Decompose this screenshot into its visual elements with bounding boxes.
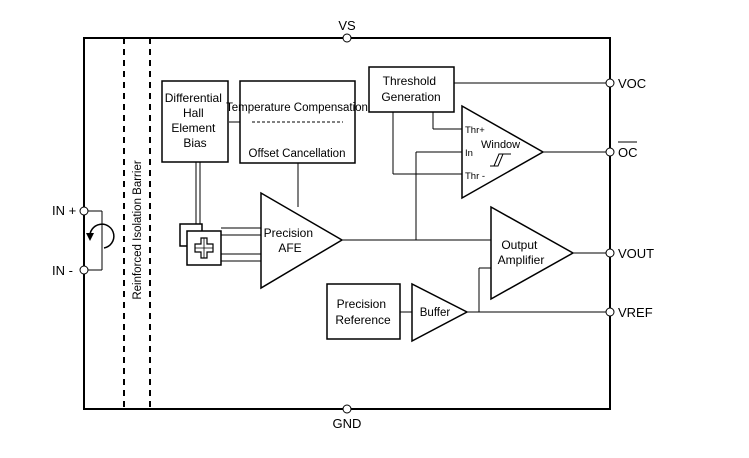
hall-bias-line-3: Element	[171, 121, 216, 135]
pin-oc	[605, 147, 615, 157]
pin-oc-label: OC	[618, 145, 638, 160]
svg-text:Threshold Generation: Threshold Generation	[381, 74, 440, 104]
buffer-label: Buffer	[420, 307, 451, 319]
isolation-barrier: Reinforced Isolation Barrier	[123, 38, 151, 409]
precision-afe-amplifier: Precision AFE	[260, 191, 344, 290]
pin-voc	[605, 78, 615, 88]
hall-bias-line-1: Differential	[165, 91, 222, 105]
pin-in-plus-label: IN +	[52, 203, 76, 218]
precision-reference-block: Precision Reference	[326, 283, 401, 340]
pin-vref-label: VREF	[618, 305, 653, 320]
comparator-thr-plus: Thr+	[465, 125, 485, 136]
output-amp-line-1: Output	[501, 238, 538, 252]
temp-comp-offset-block: Temperature Compensation Offset Cancella…	[226, 80, 368, 164]
hall-element-bias-block: Differential Hall Element Bias	[161, 80, 229, 163]
threshold-line-2: Generation	[381, 90, 440, 104]
pin-in-minus-label: IN -	[52, 263, 73, 278]
afe-line-2: AFE	[278, 241, 301, 255]
pin-voc-label: VOC	[618, 76, 646, 91]
reference-line-1: Precision	[337, 297, 386, 311]
hall-bias-line-2: Hall	[183, 106, 204, 120]
hall-bias-line-4: Bias	[183, 136, 206, 150]
hysteresis-icon	[490, 153, 511, 167]
pin-vref	[605, 307, 615, 317]
reference-line-2: Reference	[335, 313, 391, 327]
pin-vs-label: VS	[338, 18, 356, 33]
svg-text:Precision AFE: Precision AFE	[264, 226, 317, 255]
svg-text:Precision Reference: Precision Reference	[335, 297, 391, 327]
pin-in-minus	[79, 265, 89, 275]
pin-in-plus	[79, 206, 89, 216]
svg-text:Differential Hall: Differential Hall Element Bias	[165, 91, 225, 150]
window-comparator: Thr+ In Thr - Window	[461, 104, 545, 200]
threshold-line-1: Threshold	[383, 74, 436, 88]
buffer-amplifier: Buffer	[411, 282, 469, 343]
svg-text:Output Amplifier: Output Amplifier	[498, 238, 545, 267]
pin-gnd	[342, 404, 352, 414]
current-loop-icon	[89, 223, 115, 249]
pin-vs	[342, 33, 352, 43]
current-arrow-icon	[86, 233, 94, 241]
hall-sensor-icon	[179, 121, 240, 266]
comparator-thr-minus: Thr -	[465, 171, 485, 182]
comparator-window-label: Window	[481, 139, 520, 151]
output-amplifier: Output Amplifier	[490, 205, 575, 301]
isolation-barrier-label: Reinforced Isolation Barrier	[132, 160, 144, 300]
output-amp-line-2: Amplifier	[498, 253, 545, 267]
temp-comp-label: Temperature Compensation	[226, 102, 368, 114]
pin-vout-label: VOUT	[618, 246, 654, 261]
comparator-in: In	[465, 148, 473, 159]
pin-gnd-label: GND	[333, 416, 362, 431]
offset-cancel-label: Offset Cancellation	[249, 148, 346, 160]
threshold-generation-block: Threshold Generation	[368, 66, 455, 113]
primary-current-path: IN + IN -	[52, 203, 115, 278]
pin-vout	[605, 248, 615, 258]
afe-line-1: Precision	[264, 226, 313, 240]
